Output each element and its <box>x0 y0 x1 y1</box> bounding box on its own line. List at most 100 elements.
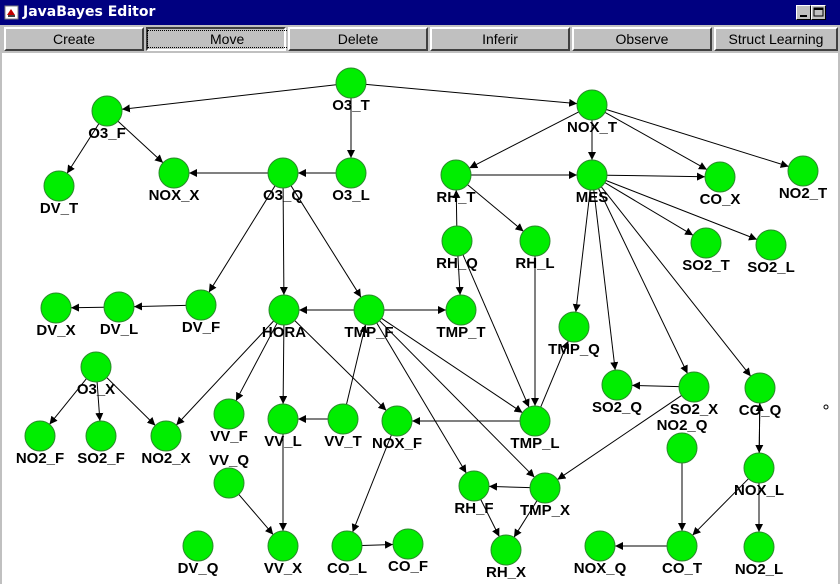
node-nox-q[interactable]: NOX_Q <box>574 530 627 577</box>
node-no2-l[interactable]: NO2_L <box>735 531 783 578</box>
node-circle[interactable] <box>440 159 472 191</box>
delete-button[interactable]: Delete <box>288 27 428 51</box>
observe-button[interactable]: Observe <box>572 27 712 51</box>
node-circle[interactable] <box>678 371 710 403</box>
node-circle[interactable] <box>24 420 56 452</box>
node-circle[interactable] <box>519 405 551 437</box>
node-circle[interactable] <box>80 351 112 383</box>
node-rh-x[interactable]: RH_X <box>486 534 526 581</box>
node-tmp-x[interactable]: TMP_X <box>520 472 570 519</box>
node-circle[interactable] <box>576 159 608 191</box>
node-circle[interactable] <box>158 157 190 189</box>
node-so2-x[interactable]: SO2_X <box>670 371 718 418</box>
node-tmp-f[interactable]: TMP_F <box>344 294 394 341</box>
node-circle[interactable] <box>458 470 490 502</box>
node-co-x[interactable]: CO_X <box>700 161 741 208</box>
node-o3-f[interactable]: O3_F <box>88 95 126 142</box>
node-circle[interactable] <box>584 530 616 562</box>
node-nox-l[interactable]: NOX_L <box>734 452 784 499</box>
move-button[interactable]: Move <box>146 27 308 51</box>
node-tmp-t[interactable]: TMP_T <box>436 294 486 341</box>
node-rh-t[interactable]: RH_T <box>436 159 476 206</box>
node-vv-l[interactable]: VV_L <box>264 403 302 450</box>
node-circle[interactable] <box>445 294 477 326</box>
node-vv-x[interactable]: VV_X <box>264 530 302 577</box>
minimize-button[interactable] <box>796 5 811 20</box>
node-circle[interactable] <box>666 432 698 464</box>
node-circle[interactable] <box>704 161 736 193</box>
node-vv-q[interactable]: VV_Q <box>209 452 249 499</box>
node-dv-q[interactable]: DV_Q <box>178 530 219 577</box>
maximize-button[interactable] <box>811 5 826 20</box>
node-no2-f[interactable]: NO2_F <box>16 420 64 467</box>
node-circle[interactable] <box>327 403 359 435</box>
node-dv-f[interactable]: DV_F <box>182 289 220 336</box>
node-nox-f[interactable]: NOX_F <box>372 405 422 452</box>
node-circle[interactable] <box>558 311 590 343</box>
node-circle[interactable] <box>182 530 214 562</box>
node-circle[interactable] <box>185 289 217 321</box>
node-circle[interactable] <box>381 405 413 437</box>
node-circle[interactable] <box>213 398 245 430</box>
node-circle[interactable] <box>743 531 775 563</box>
node-circle[interactable] <box>213 467 245 499</box>
struct-learning-button[interactable]: Struct Learning <box>714 27 838 51</box>
node-circle[interactable] <box>150 420 182 452</box>
node-o3-x[interactable]: O3_X <box>77 351 115 398</box>
node-vv-t[interactable]: VV_T <box>324 403 362 450</box>
create-button[interactable]: Create <box>4 27 144 51</box>
node-no2-x[interactable]: NO2_X <box>141 420 191 467</box>
node-circle[interactable] <box>666 530 698 562</box>
node-circle[interactable] <box>43 170 75 202</box>
node-no2-q[interactable]: NO2_Q <box>657 417 708 464</box>
node-co-q[interactable]: CO_Q <box>739 372 782 419</box>
node-rh-q[interactable]: RH_Q <box>436 225 478 272</box>
node-circle[interactable] <box>744 372 776 404</box>
node-circle[interactable] <box>787 155 819 187</box>
node-tmp-q[interactable]: TMP_Q <box>548 311 600 358</box>
node-o3-l[interactable]: O3_L <box>332 157 370 204</box>
node-so2-l[interactable]: SO2_L <box>747 229 795 276</box>
node-co-t[interactable]: CO_T <box>662 530 702 577</box>
node-circle[interactable] <box>490 534 522 566</box>
node-so2-f[interactable]: SO2_F <box>77 420 125 467</box>
node-circle[interactable] <box>576 89 608 121</box>
node-dv-x[interactable]: DV_X <box>36 292 76 339</box>
node-so2-t[interactable]: SO2_T <box>682 227 730 274</box>
node-circle[interactable] <box>85 420 117 452</box>
node-nox-t[interactable]: NOX_T <box>567 89 617 136</box>
node-circle[interactable] <box>392 528 424 560</box>
node-circle[interactable] <box>335 157 367 189</box>
node-circle[interactable] <box>331 530 363 562</box>
node-tmp-l[interactable]: TMP_L <box>510 405 560 452</box>
title-bar[interactable]: JavaBayes Editor <box>0 0 840 25</box>
node-circle[interactable] <box>743 452 775 484</box>
node-circle[interactable] <box>268 294 300 326</box>
node-circle[interactable] <box>103 291 135 323</box>
node-circle[interactable] <box>40 292 72 324</box>
node-o3-q[interactable]: O3_Q <box>263 157 303 204</box>
node-mes[interactable]: MES <box>576 159 609 206</box>
node-co-f[interactable]: CO_F <box>388 528 428 575</box>
node-o3-t[interactable]: O3_T <box>332 67 370 114</box>
node-dv-l[interactable]: DV_L <box>100 291 138 338</box>
node-co-l[interactable]: CO_L <box>327 530 367 577</box>
node-circle[interactable] <box>755 229 787 261</box>
node-circle[interactable] <box>267 530 299 562</box>
node-vv-f[interactable]: VV_F <box>210 398 248 445</box>
node-circle[interactable] <box>690 227 722 259</box>
inferir-button[interactable]: Inferir <box>430 27 570 51</box>
node-dv-t[interactable]: DV_T <box>40 170 78 217</box>
node-circle[interactable] <box>267 157 299 189</box>
node-hora[interactable]: HORA <box>262 294 306 341</box>
node-circle[interactable] <box>335 67 367 99</box>
node-circle[interactable] <box>267 403 299 435</box>
node-circle[interactable] <box>529 472 561 504</box>
node-circle[interactable] <box>91 95 123 127</box>
node-rh-f[interactable]: RH_F <box>454 470 494 517</box>
node-no2-t[interactable]: NO2_T <box>779 155 827 202</box>
node-rh-l[interactable]: RH_L <box>515 225 555 272</box>
node-circle[interactable] <box>441 225 473 257</box>
